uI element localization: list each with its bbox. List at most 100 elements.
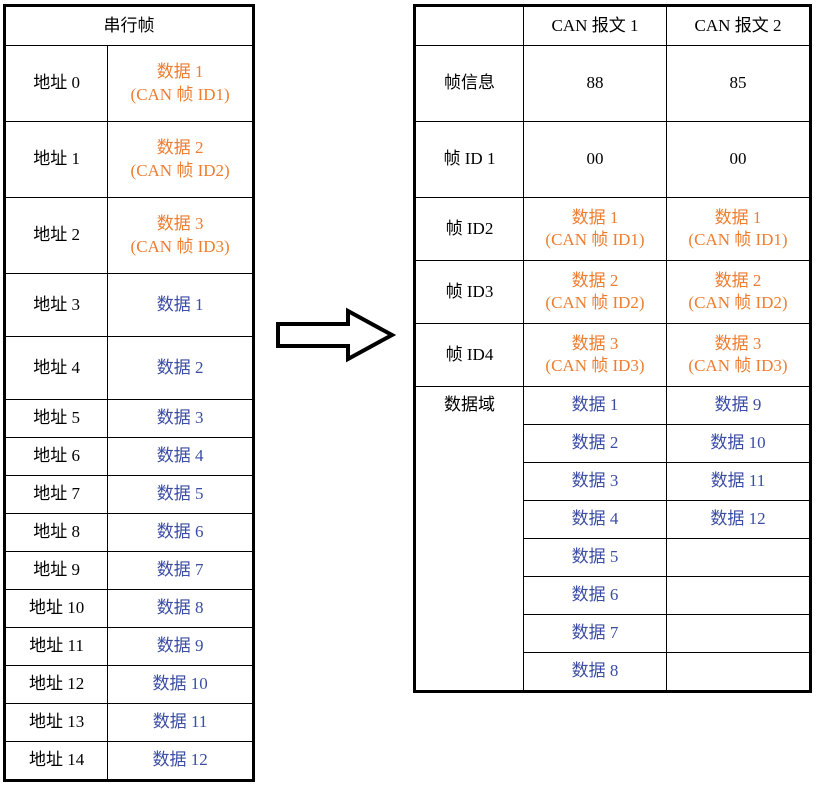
can-message-frame-label: 帧 ID3 bbox=[414, 260, 524, 324]
serial-frame-address: 地址 0 bbox=[3, 45, 109, 122]
serial-frame-address: 地址 13 bbox=[3, 703, 109, 742]
can-message-frame-msg1: 数据 2(CAN 帧 ID2) bbox=[523, 260, 667, 324]
can-message-frame-msg1: 88 bbox=[523, 45, 667, 122]
can-message-frame-msg1-value: 数据 2 bbox=[571, 270, 619, 290]
serial-frame-value: 数据 4 bbox=[107, 437, 254, 476]
serial-frame-value: 数据 6 bbox=[107, 513, 254, 552]
can-message-data-msg1: 数据 1 bbox=[523, 386, 667, 425]
can-message-frame-msg1-value: 数据 3 bbox=[571, 333, 619, 353]
serial-frame-value: 数据 11 bbox=[107, 703, 254, 742]
serial-frame-value-note: (CAN 帧 ID1) bbox=[130, 84, 230, 104]
serial-frame-value: 数据 3(CAN 帧 ID3) bbox=[107, 197, 254, 274]
can-message-frame-msg2-note: (CAN 帧 ID2) bbox=[688, 293, 788, 312]
serial-frame-value-note: (CAN 帧 ID2) bbox=[130, 160, 230, 180]
can-message-frame-label: 帧 ID4 bbox=[414, 323, 524, 387]
can-message-frame-msg1-value: 数据 1 bbox=[571, 207, 619, 227]
serial-frame-address: 地址 11 bbox=[3, 627, 109, 666]
can-message-frame-label: 帧 ID2 bbox=[414, 197, 524, 261]
can-message-header-msg2: CAN 报文 2 bbox=[666, 5, 811, 46]
can-message-data-msg1: 数据 2 bbox=[523, 424, 667, 463]
serial-frame-value: 数据 5 bbox=[107, 475, 254, 514]
serial-frame-value: 数据 8 bbox=[107, 589, 254, 628]
serial-frame-value-note: (CAN 帧 ID3) bbox=[130, 236, 230, 256]
can-message-frame-msg1: 数据 1 (CAN 帧 ID1) bbox=[523, 197, 667, 261]
can-message-frame-msg2: 数据 3(CAN 帧 ID3) bbox=[666, 323, 811, 387]
serial-frame-value: 数据 3 bbox=[107, 399, 254, 438]
can-message-data-msg1: 数据 7 bbox=[523, 614, 667, 653]
can-message-data-row: 数据 7 bbox=[415, 614, 811, 653]
serial-frame-title-row: 串行帧 bbox=[4, 5, 254, 46]
serial-frame-address: 地址 2 bbox=[3, 197, 109, 274]
serial-frame-address: 地址 5 bbox=[3, 399, 109, 438]
serial-frame-title: 串行帧 bbox=[4, 5, 254, 46]
can-message-header-msg1: CAN 报文 1 bbox=[523, 5, 667, 46]
can-message-data-msg2 bbox=[666, 614, 811, 653]
can-message-data-msg2: 数据 9 bbox=[666, 386, 811, 425]
serial-frame-address: 地址 14 bbox=[3, 741, 109, 781]
serial-frame-address: 地址 12 bbox=[3, 665, 109, 704]
can-message-frame-msg2: 85 bbox=[666, 45, 811, 122]
can-message-data-msg1: 数据 6 bbox=[523, 576, 667, 615]
can-message-data-msg2 bbox=[666, 538, 811, 577]
can-message-frame-label: 帧 ID 1 bbox=[414, 121, 524, 198]
serial-frame-value: 数据 9 bbox=[107, 627, 254, 666]
can-message-frame-msg1: 数据 3 (CAN 帧 ID3) bbox=[523, 323, 667, 387]
serial-frame-address: 地址 1 bbox=[3, 121, 109, 198]
can-message-frame-msg2: 数据 2(CAN 帧 ID2) bbox=[666, 260, 811, 324]
serial-frame-value-value: 数据 3 bbox=[156, 214, 204, 234]
serial-frame-value: 数据 1(CAN 帧 ID1) bbox=[107, 45, 254, 122]
can-message-frame-msg1-note: (CAN 帧 ID1) bbox=[545, 230, 645, 249]
can-message-frame-msg2: 数据 1(CAN 帧 ID1) bbox=[666, 197, 811, 261]
serial-frame-value: 数据 10 bbox=[107, 665, 254, 704]
serial-frame-address: 地址 7 bbox=[3, 475, 109, 514]
can-message-data-msg1: 数据 3 bbox=[523, 462, 667, 501]
right-block-arrow-icon bbox=[276, 307, 397, 363]
can-message-frame-msg2-value: 数据 3 bbox=[714, 333, 762, 353]
can-message-data-row: 数据 6 bbox=[415, 576, 811, 615]
serial-frame-value: 数据 1 bbox=[107, 273, 254, 337]
can-message-frame-msg2: 00 bbox=[666, 121, 811, 198]
serial-frame-address: 地址 6 bbox=[3, 437, 109, 476]
can-message-header-corner bbox=[414, 5, 524, 46]
can-message-frame-msg1-note: (CAN 帧 ID3) bbox=[545, 356, 645, 375]
serial-frame-value-value: 数据 2 bbox=[156, 138, 204, 158]
serial-frame-value: 数据 12 bbox=[107, 741, 254, 781]
can-message-data-msg1: 数据 4 bbox=[523, 500, 667, 539]
serial-frame-address: 地址 3 bbox=[3, 273, 109, 337]
transform-arrow bbox=[276, 306, 397, 364]
serial-frame-value: 数据 2 bbox=[107, 336, 254, 400]
can-message-data-field-label: 数据域 bbox=[414, 386, 524, 692]
serial-frame-address: 地址 8 bbox=[3, 513, 109, 552]
serial-frame-address: 地址 10 bbox=[3, 589, 109, 628]
serial-frame-value: 数据 2(CAN 帧 ID2) bbox=[107, 121, 254, 198]
can-message-data-row: 数据 8 bbox=[415, 652, 811, 692]
can-message-frame-msg2-value: 数据 1 bbox=[714, 207, 762, 227]
can-message-frame-label: 帧信息 bbox=[414, 45, 524, 122]
can-message-data-msg1: 数据 5 bbox=[523, 538, 667, 577]
serial-frame-address: 地址 9 bbox=[3, 551, 109, 590]
